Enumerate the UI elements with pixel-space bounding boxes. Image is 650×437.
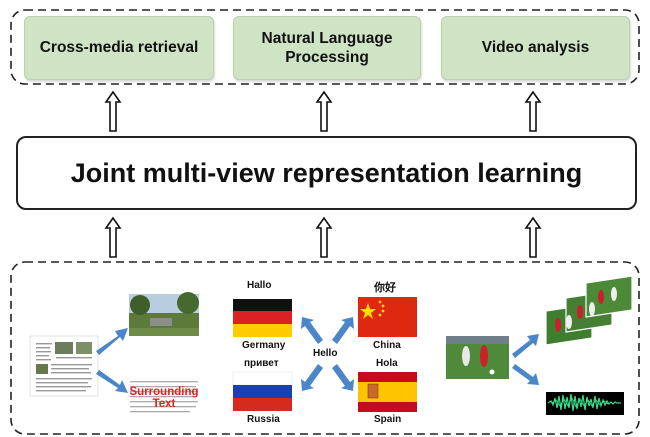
application-box-natural-language-processing: Natural Language Processing — [233, 16, 421, 80]
up-arrow-icon — [315, 216, 333, 258]
up-arrow-icon — [524, 90, 542, 132]
connector-arrow — [96, 328, 128, 393]
flag-spain — [358, 372, 417, 412]
surrounding-text-label: Surrounding Text — [128, 386, 200, 410]
application-label-line1: Natural Language — [261, 29, 393, 47]
connector-arrow — [512, 334, 539, 385]
up-arrow-icon — [524, 216, 542, 258]
up-arrow-icon — [104, 90, 122, 132]
soccer-video-frame — [446, 336, 509, 379]
application-label-line2: Processing — [285, 49, 369, 66]
flag-germany — [233, 299, 292, 337]
application-box-cross-media-retrieval: Cross-media retrieval — [24, 16, 214, 80]
surrounding-text-line2: Text — [152, 398, 176, 411]
applications-group-border — [10, 9, 640, 85]
application-label: Video analysis — [481, 39, 590, 57]
country-russia: Russia — [247, 414, 280, 425]
surrounding-text-paragraph — [130, 381, 198, 413]
word-german: Hallo — [247, 280, 272, 291]
up-arrow-icon — [104, 216, 122, 258]
up-arrow-icon — [315, 90, 333, 132]
surrounding-text-line1: Surrounding — [129, 386, 199, 398]
stacked-video-frames — [545, 275, 633, 346]
word-spanish: Hola — [376, 358, 398, 369]
country-spain: Spain — [374, 414, 402, 425]
application-box-video-analysis: Video analysis — [441, 16, 630, 80]
landscape-photo — [129, 292, 199, 336]
application-label: Cross-media retrieval — [39, 39, 199, 57]
country-china: China — [373, 340, 401, 351]
word-chinese: 你好 — [374, 282, 396, 294]
flag-china — [358, 297, 417, 337]
audio-waveform — [546, 392, 624, 415]
country-germany: Germany — [242, 340, 286, 351]
connector-arrow — [301, 317, 354, 391]
views-group-border — [10, 261, 640, 435]
center-word-hello: Hello — [313, 348, 338, 359]
joint-representation-box: Joint multi-view representation learning — [16, 136, 637, 210]
flag-russia — [232, 371, 293, 411]
joint-representation-title: Joint multi-view representation learning — [70, 157, 583, 188]
document-thumbnail — [29, 335, 99, 397]
word-russian: привет — [244, 358, 279, 369]
